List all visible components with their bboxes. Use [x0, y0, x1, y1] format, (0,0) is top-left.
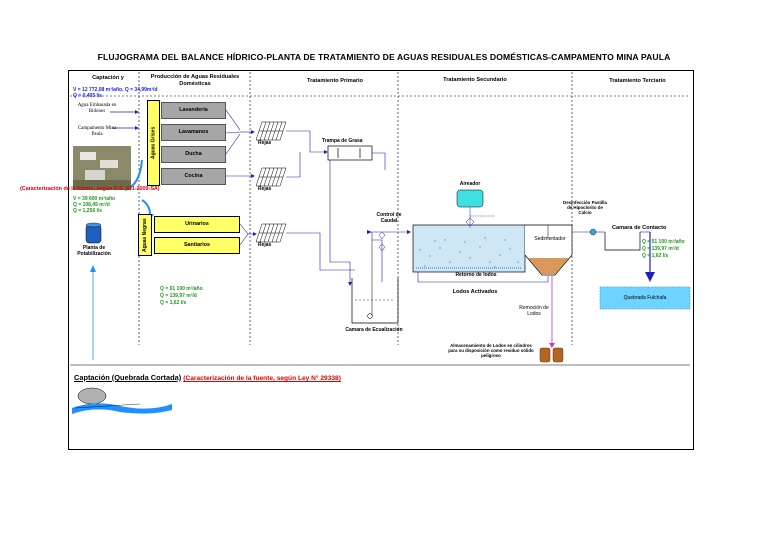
- diagram-frame: [68, 70, 694, 450]
- bottom-caption-left: Captación (Quebrada Cortada): [74, 373, 182, 382]
- rejas-label-2: Rejas: [258, 186, 272, 192]
- tertiary-flow-volume: Q = 51 100 m³/año: [642, 239, 685, 245]
- equalization-label: Camara de Ecualización: [345, 327, 403, 333]
- contact-chamber-label: Camara de Contacto: [612, 225, 667, 231]
- flow-control-label: Control de Caudal: [376, 212, 402, 224]
- grease-trap-label: Trampa de Grasa: [322, 138, 363, 144]
- sludge-removal-label: Remoción de Lodos: [519, 305, 549, 317]
- tertiary-flow-ls: Q = 1,62 l/s: [642, 253, 669, 259]
- black-flow-ls: Q = 1,62 l/s: [160, 300, 187, 306]
- rejas-label-3: Rejas: [258, 242, 272, 248]
- col-produccion: Producción de Aguas Residuales Doméstica…: [150, 74, 240, 87]
- creek-label: Quebrada Fulchafa: [623, 295, 667, 301]
- grey-item-ducha: Ducha: [161, 146, 226, 163]
- rejas-label-1: Rejas: [258, 140, 272, 146]
- black-water-label: Aguas Negras: [142, 218, 148, 252]
- grey-water-group: Aguas Grises: [147, 100, 160, 186]
- stored-water-label: Agua Embasada en Bidones: [77, 103, 117, 114]
- characterization-ds: (Caracterización de la fuente, según D.S…: [20, 186, 160, 192]
- black-water-group: Aguas Negras: [138, 214, 152, 256]
- sludge-return-label: Retorno de lodos: [455, 272, 497, 278]
- disinfection-label: Desinfección Pastilla de Hipoclorito de …: [563, 200, 607, 215]
- grey-water-label: Aguas Grises: [150, 126, 157, 160]
- black-item-sanitarios: Sanitarios: [154, 237, 240, 254]
- grey-item-lavamanos: Lavamanos: [161, 124, 226, 141]
- col-captacion: Captación y: [92, 75, 124, 81]
- black-flow-m3d: Q = 139,97 m³/d: [160, 293, 197, 299]
- grey-item-cocina: Cocina: [161, 168, 226, 185]
- page-title: FLUJOGRAMA DEL BALANCE HÍDRICO-PLANTA DE…: [97, 52, 671, 62]
- grey-item-lavanderia: Lavandería: [161, 102, 226, 119]
- aerator-label: Aireador: [459, 181, 481, 187]
- settler-label: Sedimentador: [534, 236, 566, 242]
- col-terciario: Tratamiento Terciario: [609, 78, 666, 84]
- sludge-storage-label: Almacenamiento de Lodos en cilindros par…: [448, 343, 534, 358]
- bottom-caption: Captación (Quebrada Cortada) (Caracteriz…: [74, 373, 374, 382]
- black-flow-volume: Q = 51 100 m³/año: [160, 286, 203, 292]
- col-secundario: Tratamiento Secundario: [443, 77, 507, 83]
- bottom-caption-right: (Caracterización de la fuente, según Ley…: [183, 375, 341, 382]
- black-item-urinarios: Urinarios: [154, 216, 240, 233]
- source-bottom-volume: V = 39 600 m³/año: [73, 196, 116, 202]
- source-bottom-flow-ls: Q = 1,256 l/s: [73, 208, 103, 214]
- col-primario: Tratamiento Primario: [307, 78, 363, 84]
- source-top-flow: Q = 0,405 l/s: [73, 93, 103, 99]
- potabilization-label: Planta de Potabilización: [77, 245, 111, 257]
- camp-label: Campamento Mina Paula: [77, 126, 117, 137]
- source-bottom-flow-m3d: Q = 108,49 m³/d: [73, 202, 110, 208]
- source-top-volume: V = 12 772,08 m³/año, Q = 34,99m³/d: [73, 87, 158, 93]
- activated-sludge-label: Lodos Activados: [452, 289, 498, 295]
- tertiary-flow-m3d: Q = 139,97 m³/d: [642, 246, 679, 252]
